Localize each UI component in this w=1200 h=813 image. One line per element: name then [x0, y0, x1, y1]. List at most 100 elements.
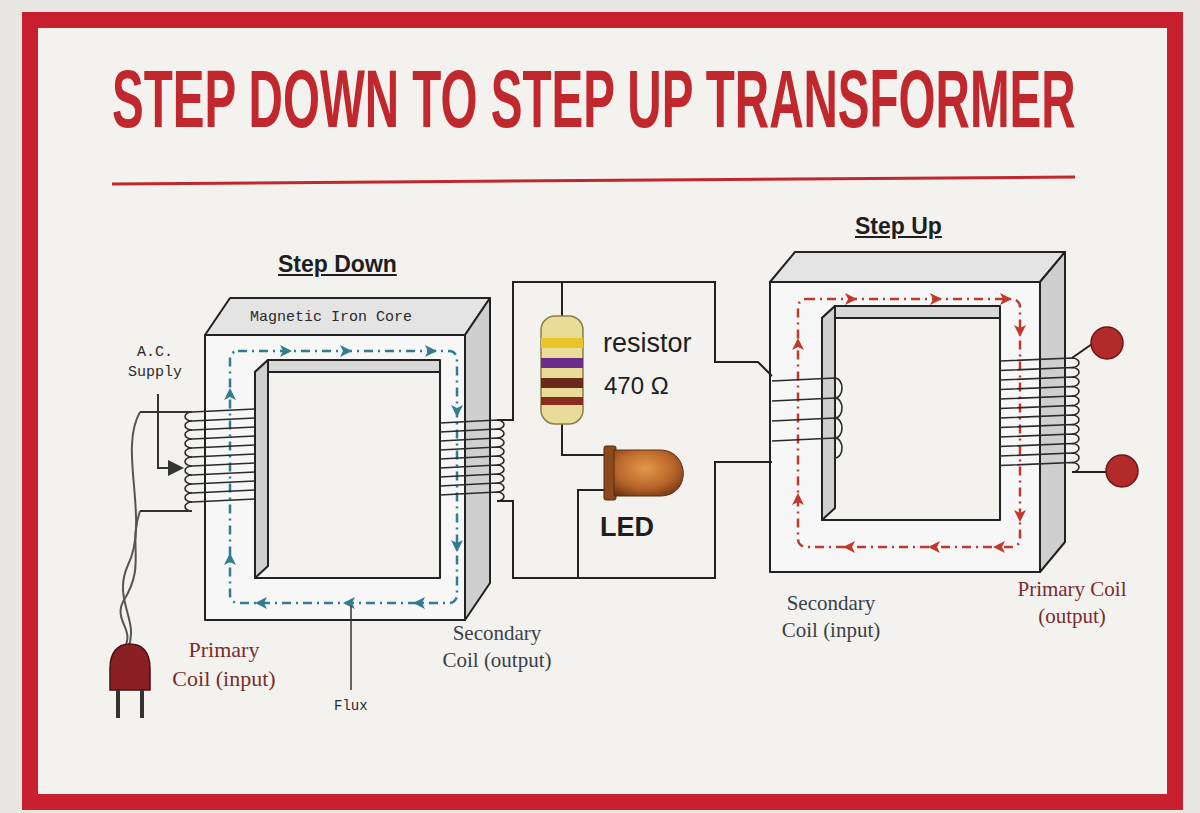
led-dome: [614, 450, 683, 496]
winding: [440, 420, 504, 429]
output-terminals: [1072, 327, 1138, 487]
winding: [1000, 415, 1079, 425]
plug-pin: [140, 690, 144, 718]
flux-arrow: [1000, 293, 1012, 305]
flux-arrow: [928, 541, 940, 553]
winding: [772, 378, 842, 398]
ac-wires: [121, 394, 192, 648]
step-up-core: [770, 252, 1065, 572]
winding: [185, 499, 255, 511]
flux-arrow: [993, 541, 1005, 553]
flux-arrow: [1014, 325, 1026, 337]
core-front-face: [205, 335, 465, 620]
flux-arrow: [413, 597, 425, 609]
core-front-face: [770, 282, 1040, 572]
flux-arrow: [224, 553, 236, 565]
flux-arrow: [224, 388, 236, 400]
core-side-face: [465, 298, 490, 620]
plug-body: [110, 644, 150, 690]
winding: [772, 418, 842, 438]
coil: [440, 420, 504, 501]
flux-arrow: [1014, 510, 1026, 522]
flux-arrow: [343, 597, 355, 609]
color-band: [541, 378, 583, 388]
winding: [440, 492, 504, 501]
flux-arrow: [340, 345, 352, 357]
flux-arrows: [224, 293, 1026, 609]
core-top-face: [205, 298, 490, 335]
plug-pin: [116, 690, 120, 718]
winding: [772, 398, 842, 418]
wire: [140, 510, 192, 512]
resistor-body: [541, 316, 583, 424]
flux-path: [798, 299, 1020, 547]
led-symbol: [604, 446, 683, 500]
leader-line: [350, 606, 352, 690]
pointer-line: [158, 394, 182, 468]
winding: [440, 438, 504, 447]
flux-arrow: [451, 540, 463, 552]
core-window-depth: [255, 360, 440, 372]
component-label: resistor: [603, 326, 692, 361]
component-label: LED: [600, 510, 654, 545]
winding: [1000, 358, 1079, 368]
component-value: 470 Ω: [604, 370, 669, 401]
flux-arrow: [792, 338, 804, 350]
winding: [1000, 377, 1079, 387]
winding: [1000, 425, 1079, 435]
flux-arrow: [451, 405, 463, 417]
winding: [440, 429, 504, 438]
heading: Step Up: [855, 212, 942, 242]
resistor-lead: [562, 422, 608, 455]
coil-label: Primary Coil (output): [1016, 576, 1128, 631]
wire: [140, 411, 192, 413]
coil-label: Primary Coil (input): [170, 636, 278, 693]
coil-label: Secondary Coil (input): [770, 590, 892, 645]
color-band: [541, 358, 583, 368]
winding: [1000, 396, 1079, 406]
poster-frame: [30, 20, 1175, 802]
winding: [1000, 406, 1079, 416]
wire: [1072, 344, 1092, 358]
core-window-depth: [822, 306, 835, 520]
winding: [440, 474, 504, 483]
coil-label: Secondary Coil (output): [434, 620, 560, 675]
winding: [440, 447, 504, 456]
winding: [1000, 453, 1079, 463]
terminal: [1091, 327, 1123, 359]
core-window-depth: [822, 306, 1000, 318]
flux-arrow: [425, 345, 437, 357]
heading: Step Down: [278, 250, 397, 280]
part-label: A.C. Supply: [118, 343, 192, 382]
winding: [1000, 444, 1079, 454]
title-underline: [112, 177, 1075, 184]
flux-arrow: [930, 293, 942, 305]
coil: [1000, 358, 1079, 472]
winding: [1000, 387, 1079, 397]
winding: [1000, 434, 1079, 444]
flux-arrow: [255, 597, 267, 609]
coil: [772, 378, 842, 458]
flux-arrow: [845, 293, 857, 305]
winding: [440, 483, 504, 492]
winding: [440, 456, 504, 465]
flux-arrow: [792, 493, 804, 505]
title: STEP DOWN TO STEP UP TRANSFORMER: [112, 58, 1076, 140]
flux-arrow: [843, 541, 855, 553]
winding: [440, 465, 504, 474]
cable: [123, 412, 140, 648]
plug: [110, 644, 150, 718]
terminal: [1106, 455, 1138, 487]
color-band: [541, 338, 583, 348]
resistor-lead: [561, 282, 563, 318]
coil-windings: [185, 358, 1079, 511]
wire: [497, 282, 772, 420]
flux-path: [230, 351, 457, 603]
coil: [185, 409, 255, 511]
title-block: STEP DOWN TO STEP UP TRANSFORMER: [112, 58, 1200, 140]
winding: [1000, 368, 1079, 378]
part-label: Flux: [334, 697, 368, 715]
cable: [121, 511, 140, 648]
